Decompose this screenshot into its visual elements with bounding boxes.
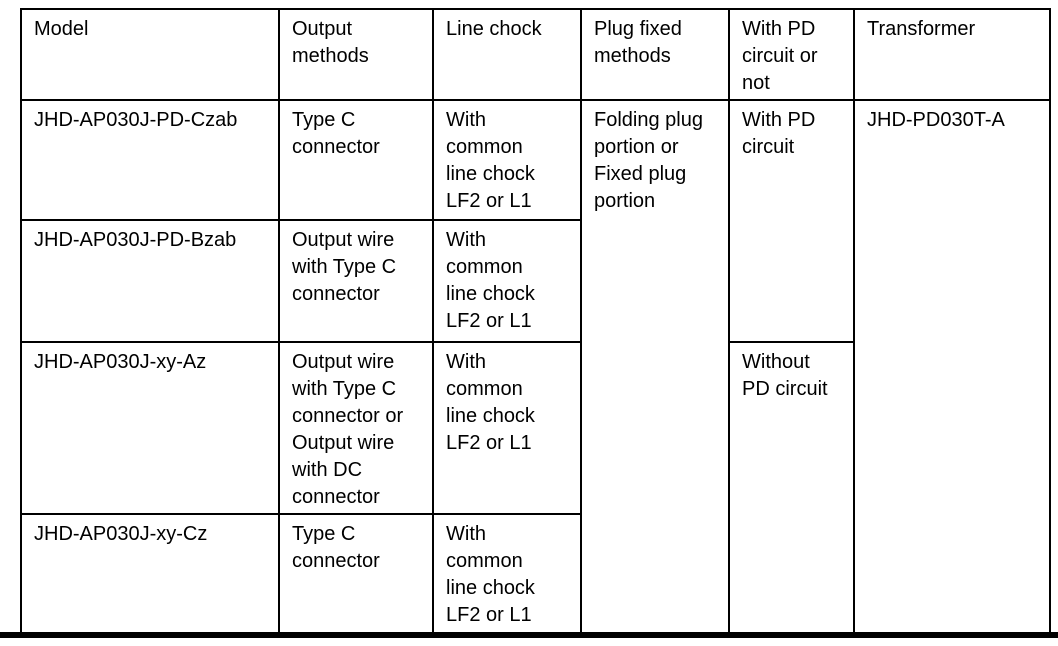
cell-output-row1: Type C connector (278, 99, 434, 221)
header-cell-output-methods: Output methods (278, 8, 434, 101)
header-cell-line-chock: Line chock (432, 8, 582, 101)
page-bottom-rule (0, 632, 1058, 638)
cell-output-row2: Output wire with Type C connector (278, 219, 434, 343)
table-row: JHD-AP030J-PD-Bzab Output wire with Type… (20, 219, 1050, 343)
cell-model-row4: JHD-AP030J-xy-Cz (20, 513, 280, 637)
cell-chock-row2: With common line chock LF2 or L1 (432, 219, 582, 343)
header-cell-model: Model (20, 8, 280, 101)
header-cell-transformer: Transformer (853, 8, 1051, 101)
table-row: JHD-AP030J-PD-Czab Type C connector With… (20, 99, 1051, 637)
cell-model-row3: JHD-AP030J-xy-Az (20, 341, 280, 515)
table-header-row: Model Output methods Line chock Plug fix… (20, 8, 1051, 101)
cell-transformer-merged: JHD-PD030T-A (853, 99, 1051, 637)
cell-output-row3: Output wire with Type C connector or Out… (278, 341, 434, 515)
table-row: JHD-AP030J-xy-Cz Type C connector With c… (20, 513, 1050, 637)
cell-plug-fixed-merged: Folding plug portion or Fixed plug porti… (580, 99, 730, 637)
cell-output-row4: Type C connector (278, 513, 434, 637)
cell-with-pd-circuit: With PD circuit (728, 99, 855, 343)
cell-model-row1: JHD-AP030J-PD-Czab (20, 99, 280, 221)
product-spec-table: Model Output methods Line chock Plug fix… (20, 8, 1051, 637)
header-cell-plug-fixed-methods: Plug fixed methods (580, 8, 730, 101)
cell-chock-row1: With common line chock LF2 or L1 (432, 99, 582, 221)
cell-chock-row3: With common line chock LF2 or L1 (432, 341, 582, 515)
header-cell-pd-circuit: With PD circuit or not (728, 8, 855, 101)
cell-chock-row4: With common line chock LF2 or L1 (432, 513, 582, 637)
cell-without-pd-circuit: Without PD circuit (728, 341, 855, 637)
cell-model-row2: JHD-AP030J-PD-Bzab (20, 219, 280, 343)
